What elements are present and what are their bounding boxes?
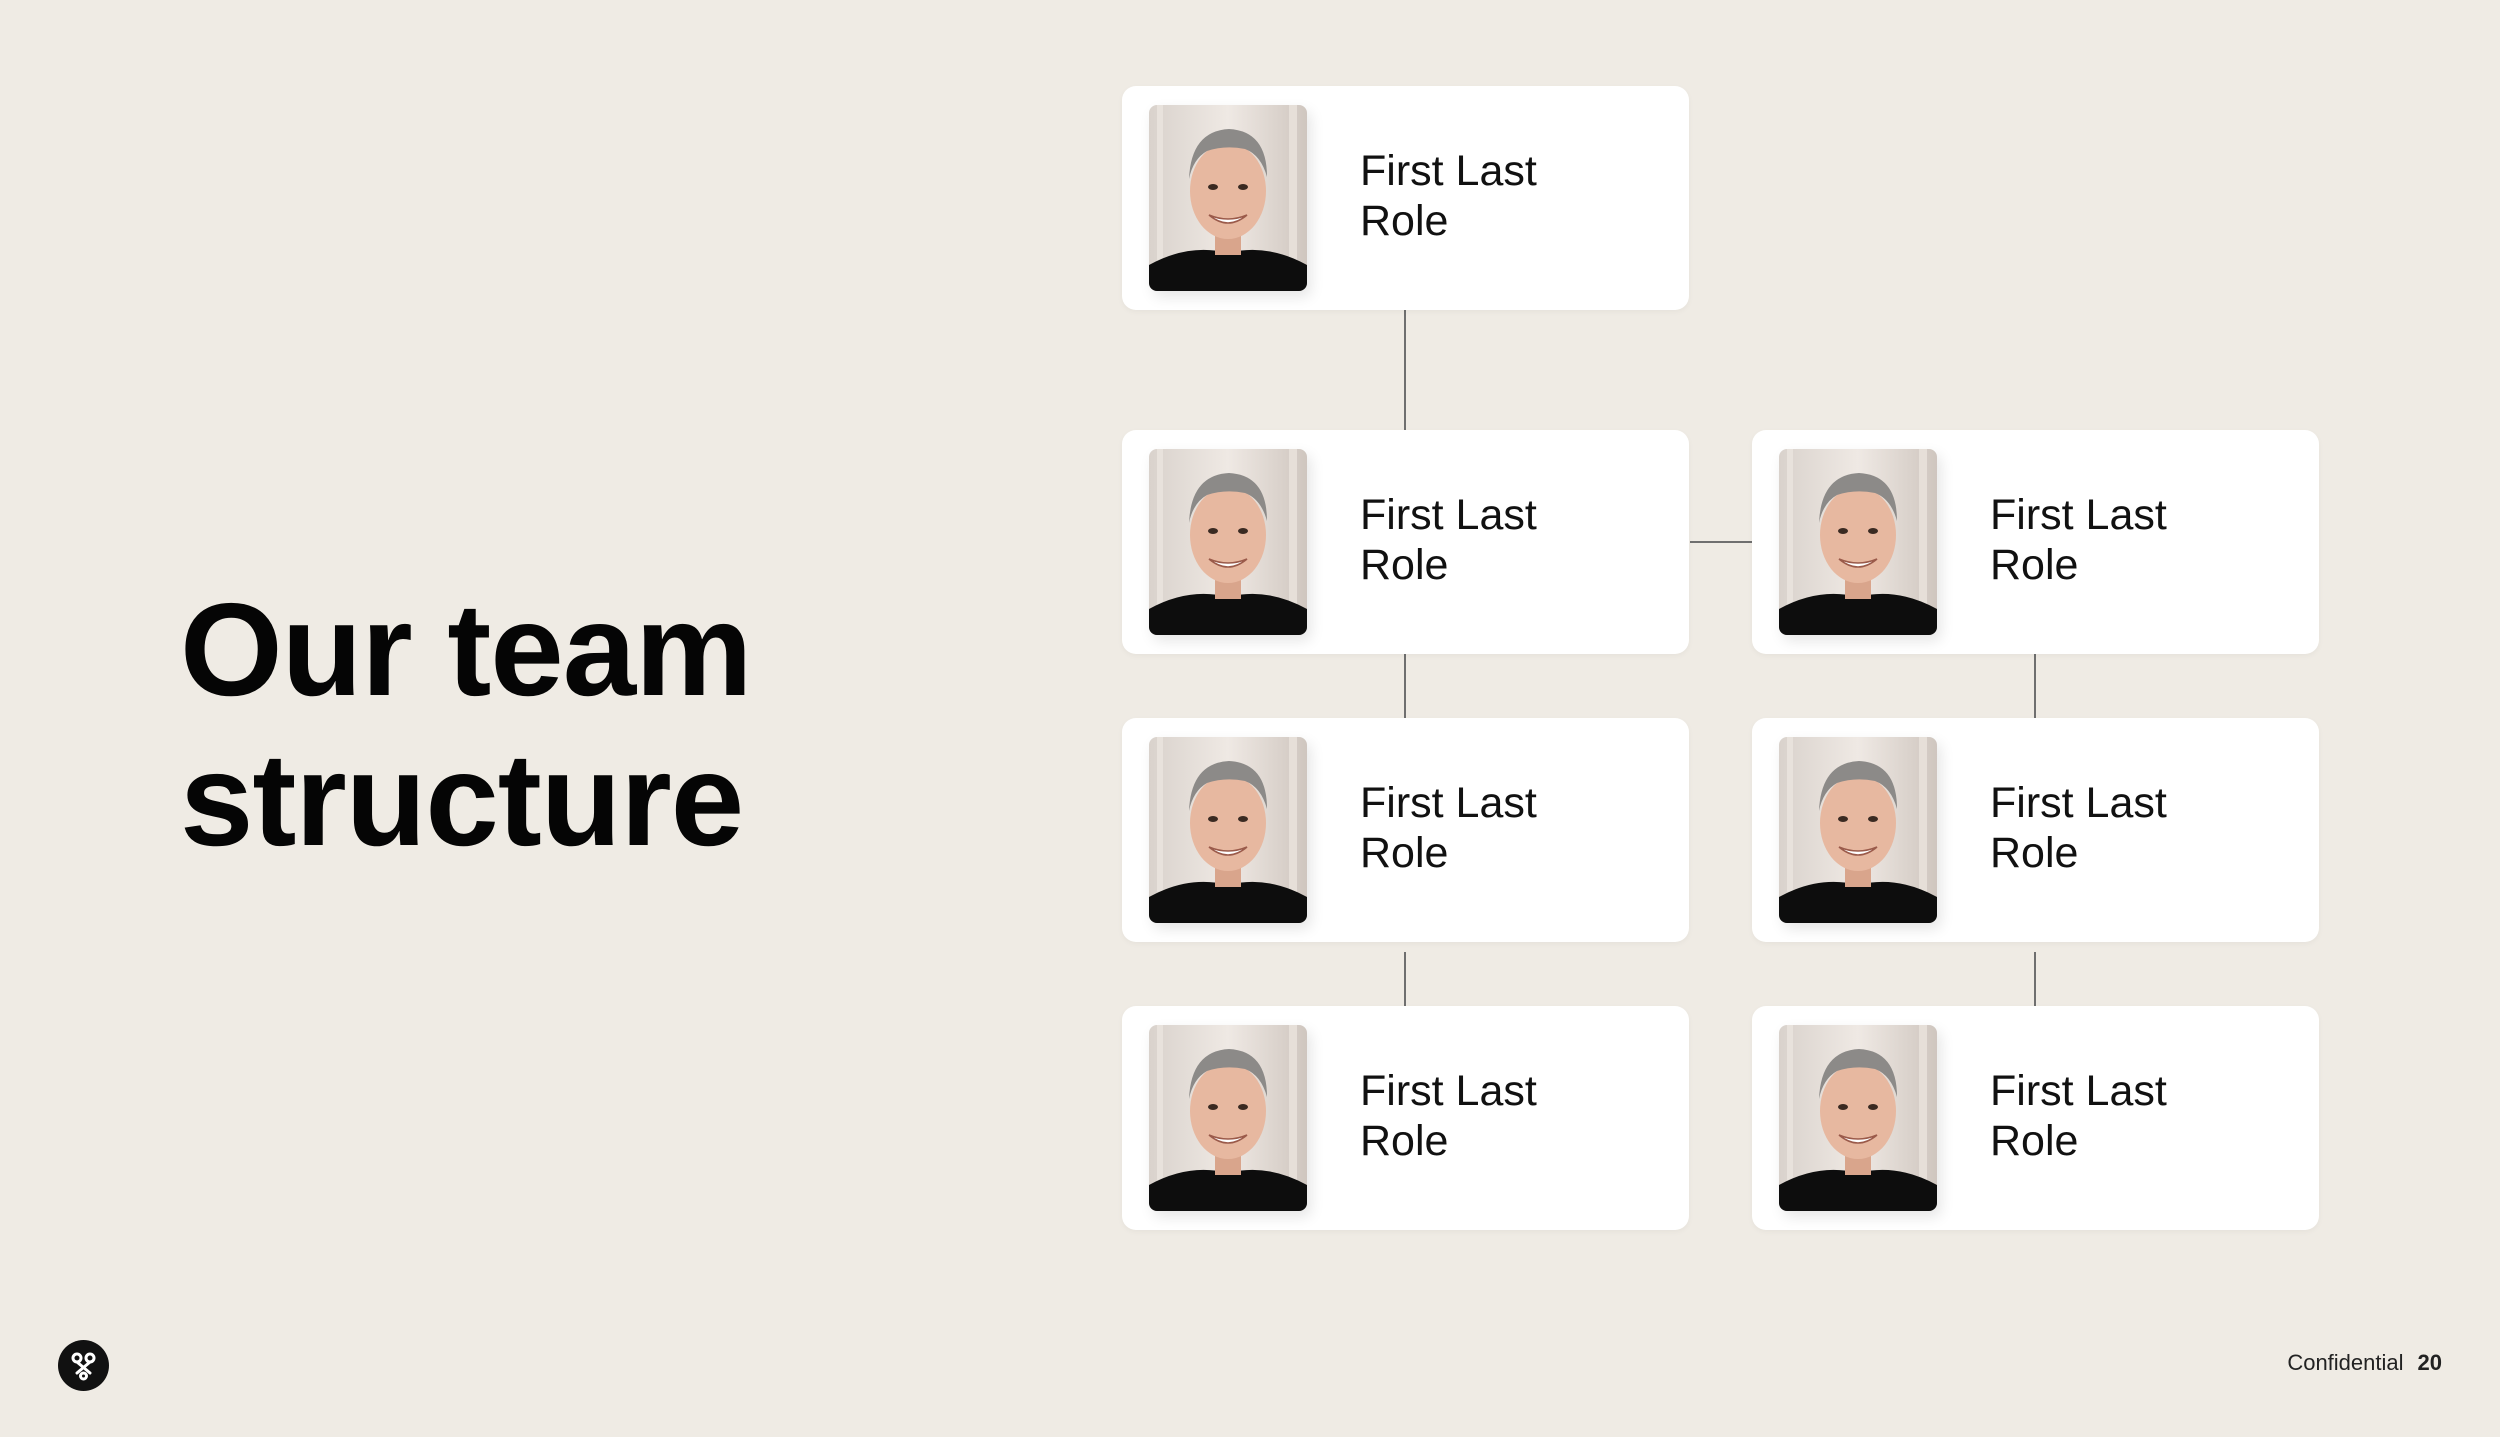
confidential-label: Confidential (2287, 1350, 2404, 1375)
connector-left-row2-to-row3 (1404, 952, 1406, 1006)
title-line-2: structure (180, 726, 744, 873)
member-info: First Last Role (1360, 1066, 1537, 1166)
team-card-row2-right: First Last Role (1752, 718, 2319, 942)
member-role: Role (1360, 1117, 1449, 1165)
member-info: First Last Role (1360, 490, 1537, 590)
team-card-lead: First Last Role (1122, 86, 1689, 310)
member-info: First Last Role (1360, 146, 1537, 246)
member-role: Role (1990, 541, 2079, 589)
member-photo (1149, 1025, 1307, 1211)
brand-logo-icon (58, 1340, 109, 1391)
member-name: First Last (1360, 147, 1537, 195)
member-role: Role (1990, 829, 2079, 877)
member-info: First Last Role (1360, 778, 1537, 878)
page-title: Our team structure (180, 575, 752, 875)
connector-right-row1-to-row2 (2034, 654, 2036, 718)
member-info: First Last Role (1990, 1066, 2167, 1166)
member-photo (1149, 105, 1307, 291)
member-role: Role (1360, 197, 1449, 245)
member-name: First Last (1360, 779, 1537, 827)
member-role: Role (1990, 1117, 2079, 1165)
member-name: First Last (1990, 1067, 2167, 1115)
member-photo (1149, 737, 1307, 923)
member-role: Role (1360, 541, 1449, 589)
member-photo (1779, 1025, 1937, 1211)
connector-left-row1-to-row2 (1404, 654, 1406, 718)
title-line-1: Our team (180, 576, 752, 723)
member-name: First Last (1990, 779, 2167, 827)
member-info: First Last Role (1990, 490, 2167, 590)
member-info: First Last Role (1990, 778, 2167, 878)
member-role: Role (1360, 829, 1449, 877)
member-name: First Last (1360, 1067, 1537, 1115)
footer: Confidential 20 (2287, 1350, 2442, 1376)
member-photo (1779, 449, 1937, 635)
connector-top-to-row1 (1404, 310, 1406, 430)
page-number: 20 (2417, 1350, 2442, 1375)
connector-row1-horizontal (1690, 541, 1752, 543)
member-photo (1149, 449, 1307, 635)
team-card-row2-left: First Last Role (1122, 718, 1689, 942)
member-name: First Last (1990, 491, 2167, 539)
team-card-row3-right: First Last Role (1752, 1006, 2319, 1230)
team-card-row1-right: First Last Role (1752, 430, 2319, 654)
team-card-row3-left: First Last Role (1122, 1006, 1689, 1230)
team-card-row1-left: First Last Role (1122, 430, 1689, 654)
member-name: First Last (1360, 491, 1537, 539)
member-photo (1779, 737, 1937, 923)
connector-right-row2-to-row3 (2034, 952, 2036, 1006)
